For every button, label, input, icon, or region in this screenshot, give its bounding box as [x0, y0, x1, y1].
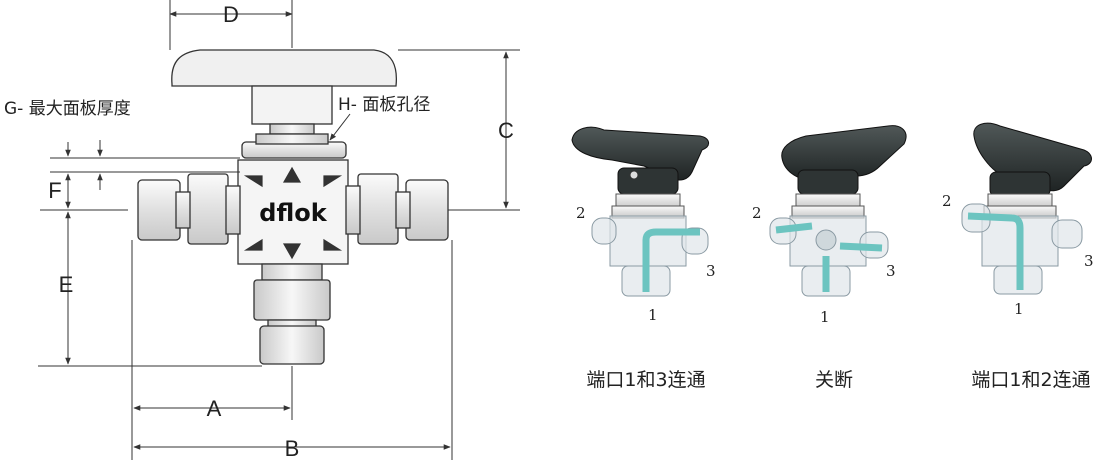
stem [269, 123, 315, 135]
dimension-e-label: E [59, 272, 74, 297]
port-3-label: 3 [706, 262, 716, 280]
dimension-c-label: C [498, 118, 514, 143]
bottom-nut-outer [259, 325, 325, 365]
annotation-g-label: G- 最大面板厚度 [4, 99, 131, 119]
dimension-b-label: B [285, 436, 300, 461]
port-2-label: 2 [752, 204, 762, 222]
port-3-label: 3 [1084, 252, 1094, 270]
left-nut-inner [187, 173, 229, 245]
right-nut-outer [405, 179, 449, 241]
dimension-d-label: D [223, 2, 239, 27]
position-caption: 端口1和3连通 [586, 369, 705, 391]
position-caption: 端口1和2连通 [971, 369, 1090, 391]
port-1-label: 1 [1014, 300, 1024, 318]
bonnet [255, 133, 329, 145]
position-ports-1-2: 2 3 1 端口1和2连通 [942, 122, 1094, 391]
brand-logo: dflok [259, 199, 327, 227]
port-1-label: 1 [820, 308, 830, 326]
port-3-label: 3 [886, 262, 896, 280]
dimension-f-label: F [48, 178, 61, 203]
port-1-label: 1 [648, 306, 658, 324]
position-caption: 关断 [815, 369, 853, 391]
dimension-a-label: A [207, 396, 222, 421]
valve-handle [171, 49, 398, 87]
position-shut-off: 2 3 1 关断 [752, 125, 907, 391]
port-2-label: 2 [942, 192, 952, 210]
position-ports-1-3: 2 3 1 端口1和3连通 [571, 126, 716, 391]
handle-hub [251, 85, 333, 125]
bottom-nut-inner [253, 279, 331, 321]
annotation-h-label: H- 面板孔径 [338, 95, 430, 115]
valve-handle-black [571, 126, 709, 181]
port-2-label: 2 [576, 204, 586, 222]
right-nut-inner [357, 173, 399, 245]
left-nut-outer [137, 179, 181, 241]
